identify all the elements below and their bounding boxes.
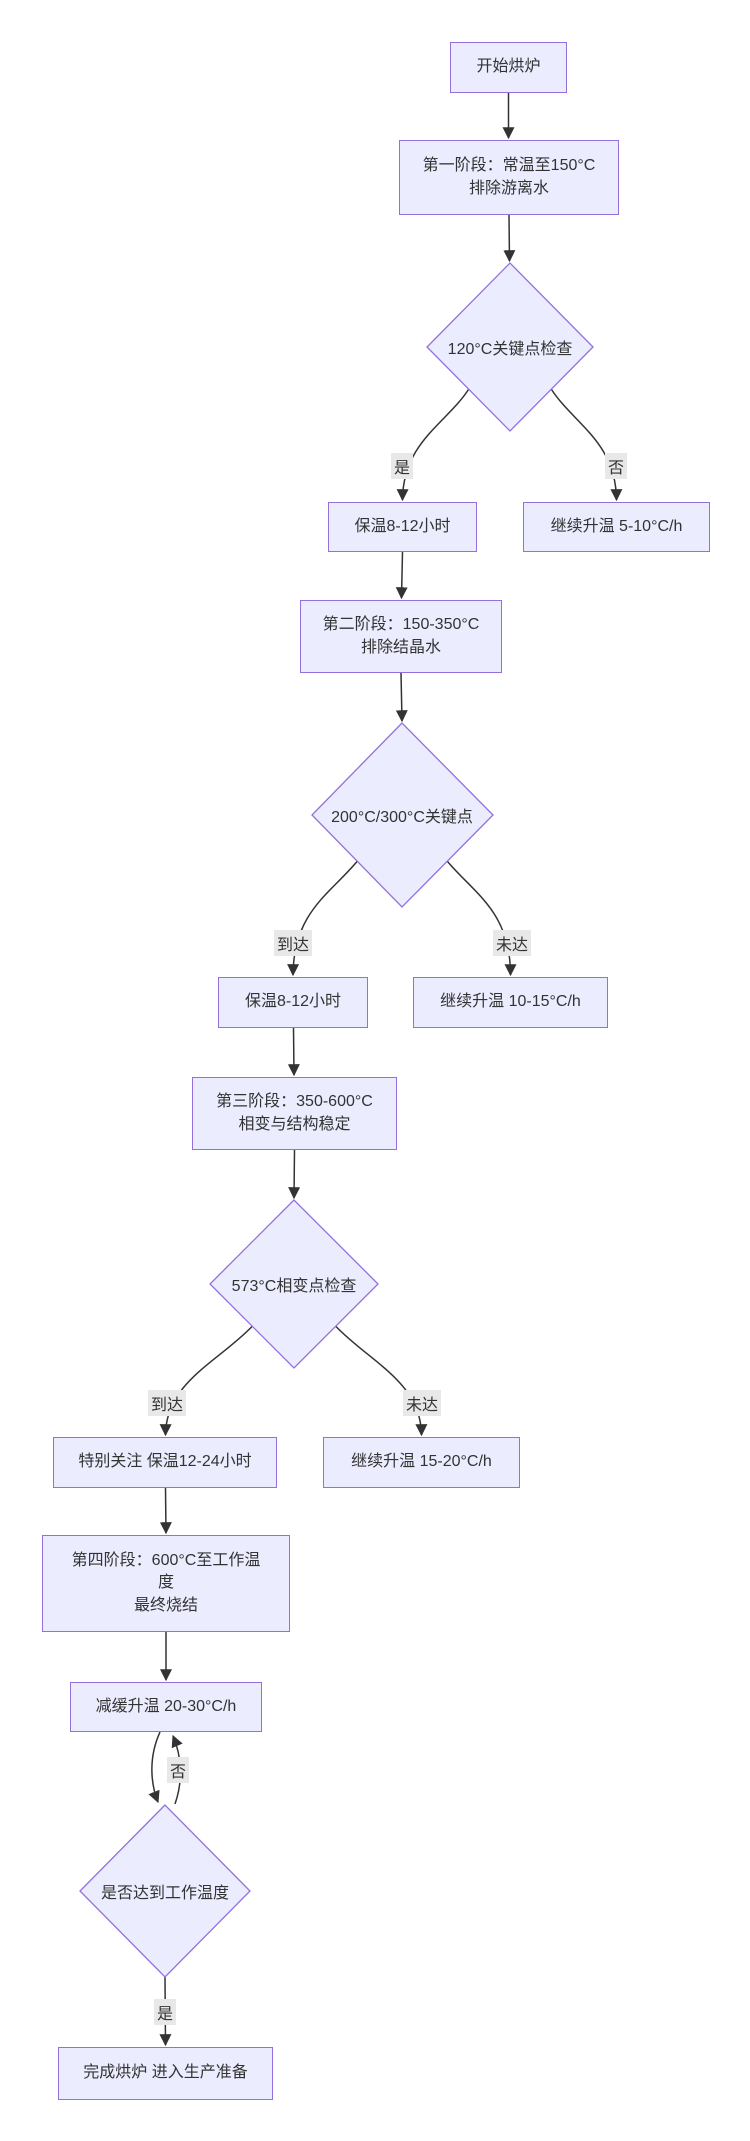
decision-573c-shape <box>209 1199 379 1369</box>
edge-check573-cont3 <box>335 1325 428 1437</box>
edge-label-no1: 否 <box>604 453 628 479</box>
stage1-node: 第一阶段：常温至150°C 排除游离水 <box>399 140 619 215</box>
decision-120c-label: 120°C关键点检查 <box>447 341 573 358</box>
edge-check120-cont1 <box>550 389 623 502</box>
edge-slow-checkwork <box>148 1731 161 1804</box>
edge-stage2-check200 <box>395 672 408 723</box>
decision-120c-shape <box>426 262 594 432</box>
edge-label-no2: 否 <box>166 1757 190 1783</box>
decision-200-300c-shape <box>311 722 494 908</box>
edge-label-yes2: 是 <box>153 1999 177 2025</box>
continue-heat2-node: 继续升温 10-15°C/h <box>413 977 608 1028</box>
decision-573c-label: 573°C相变点检查 <box>231 1278 357 1295</box>
stage3-node: 第三阶段：350-600°C 相变与结构稳定 <box>192 1077 397 1150</box>
edge-stage1-check120 <box>503 214 516 263</box>
edge-hold3-stage4 <box>159 1487 172 1535</box>
slow-heating-node: 减缓升温 20-30°C/h <box>70 1682 262 1732</box>
stage2-node: 第二阶段：150-350°C 排除结晶水 <box>300 600 502 673</box>
edge-label-miss1: 未达 <box>492 930 532 956</box>
edge-hold2-stage3 <box>287 1027 300 1077</box>
decision-worktemp-shape <box>79 1804 251 1978</box>
edge-label-miss2: 未达 <box>402 1390 442 1416</box>
edge-label-yes1: 是 <box>390 453 414 479</box>
edge-stage3-check573 <box>288 1149 301 1200</box>
continue-heat3-node: 继续升温 15-20°C/h <box>323 1437 520 1488</box>
start-node: 开始烘炉 <box>450 42 567 93</box>
edge-check120-hold1 <box>396 389 470 502</box>
decision-worktemp-label: 是否达到工作温度 <box>100 1885 230 1902</box>
finish-node: 完成烘炉 进入生产准备 <box>58 2047 273 2100</box>
hold1-node: 保温8-12小时 <box>328 502 477 552</box>
hold3-node: 特别关注 保温12-24小时 <box>53 1437 277 1488</box>
continue-heat1-node: 继续升温 5-10°C/h <box>523 502 710 552</box>
stage4-node: 第四阶段：600°C至工作温 度 最终烧结 <box>42 1535 290 1632</box>
decision-200-300c-label: 200°C/300°C关键点 <box>331 809 473 826</box>
hold2-node: 保温8-12小时 <box>218 977 368 1028</box>
edge-check200-cont2 <box>446 861 517 977</box>
edge-check573-hold3 <box>159 1325 253 1437</box>
edge-hold1-stage2 <box>395 551 408 600</box>
edge-label-reach2: 到达 <box>147 1390 187 1416</box>
edge-label-reach1: 到达 <box>273 930 313 956</box>
edge-check200-hold2 <box>287 861 358 977</box>
